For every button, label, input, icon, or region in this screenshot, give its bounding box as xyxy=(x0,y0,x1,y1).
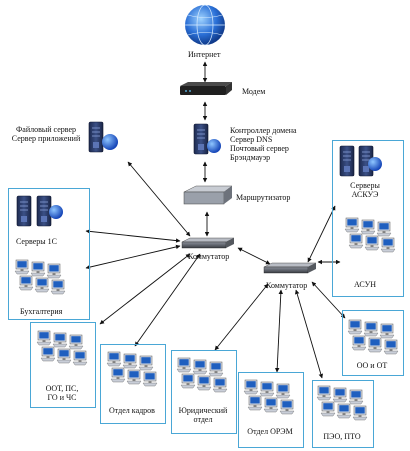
switch2-label: Коммутатор xyxy=(266,281,308,290)
oot-label: ООТ, ПС, ГО и ЧС xyxy=(30,384,94,402)
modem-icon xyxy=(180,82,232,95)
legal-line-1: Юридический xyxy=(178,406,228,415)
link-switch1-hr xyxy=(134,253,201,347)
asun-label: АСУН xyxy=(354,280,377,289)
oo-label: ОО и ОТ xyxy=(356,361,388,370)
link-switch2-orem xyxy=(274,289,284,373)
switch1-icon xyxy=(181,237,235,249)
link-accounting-switch1 xyxy=(85,244,181,270)
box-legal xyxy=(171,350,237,434)
servers-askue-icon xyxy=(339,145,382,177)
link-switch1-switch2 xyxy=(237,247,271,265)
router-label: Маршрутизатор xyxy=(236,193,291,202)
link-switch2-oo xyxy=(311,281,346,319)
switch1-label: Коммутатор xyxy=(188,252,230,261)
dc-line-3: Почтовый сервер xyxy=(230,144,289,153)
askue-label: Серверы АСКУЭ xyxy=(330,181,400,199)
box-oo xyxy=(342,310,404,376)
modem-label: Модем xyxy=(242,87,266,96)
peo-label: ПЭО, ПТО xyxy=(323,432,361,441)
dc-line-2: Сервер DNS xyxy=(230,135,273,144)
link-fileserver-switch1 xyxy=(127,161,191,237)
link-switch2-legal xyxy=(214,283,269,351)
link-switch2-askue-servers xyxy=(307,205,336,263)
box-askue-asun xyxy=(332,140,404,297)
link-switch1-oot xyxy=(99,253,191,325)
oot-line-1: ООТ, ПС, xyxy=(45,384,79,393)
file-server-line-1: Файловый сервер xyxy=(15,125,77,134)
link-1c-switch1 xyxy=(85,229,181,243)
internet-label: Интернет xyxy=(188,50,221,59)
domain-controller-server-icon xyxy=(193,123,221,155)
internet-globe-icon xyxy=(185,4,225,46)
legal-line-2: отдел xyxy=(193,415,213,424)
dc-line-4: Брэндмауэр xyxy=(230,153,271,162)
dc-line-1: Контроллер домена xyxy=(230,126,297,135)
box-orem xyxy=(238,372,304,448)
servers-1c-icon xyxy=(16,195,63,227)
servers-1c-label: Серверы 1С xyxy=(16,237,57,246)
switch2-icon xyxy=(263,262,317,274)
orem-label: Отдел ОРЭМ xyxy=(247,427,293,436)
hr-label: Отдел кадров xyxy=(109,406,155,415)
accounting-label: Бухгалтерия xyxy=(20,307,63,316)
box-hr xyxy=(100,344,166,424)
file-server-line-2: Сервер приложений xyxy=(11,134,81,143)
askue-line-1: Серверы xyxy=(350,181,380,190)
box-oot xyxy=(30,322,96,408)
box-peo xyxy=(312,380,374,448)
oot-line-2: ГО и ЧС xyxy=(47,393,77,402)
file-server-label: Файловый сервер Сервер приложений xyxy=(6,125,86,143)
connection-lines xyxy=(85,61,346,379)
askue-line-2: АСКУЭ xyxy=(351,190,379,199)
box-1c-accounting xyxy=(8,188,90,320)
file-server-icon xyxy=(88,121,118,153)
router-icon xyxy=(183,185,233,205)
link-switch2-peo xyxy=(294,289,324,379)
legal-label: Юридический отдел xyxy=(171,406,235,424)
domain-controller-label: Контроллер домена Сервер DNS Почтовый се… xyxy=(230,126,297,162)
